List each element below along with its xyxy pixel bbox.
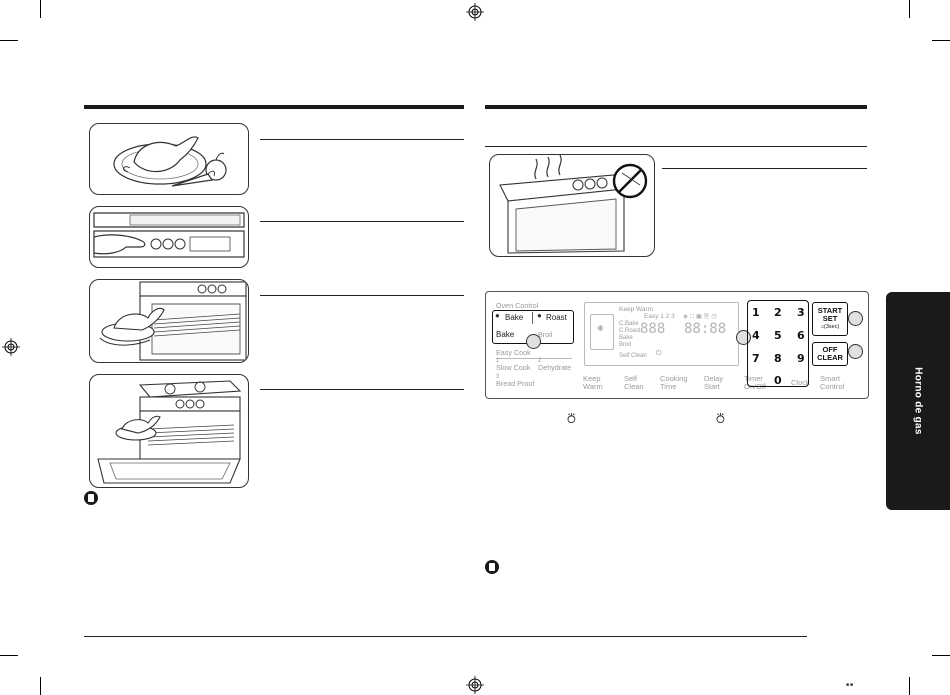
clear-label: CLEAR [817, 353, 843, 362]
key-0: 0 [774, 374, 782, 387]
timer-label-1: Timer [744, 374, 763, 383]
delay-start-label-1: Delay [704, 374, 724, 383]
bake-mode-icon: ● [495, 311, 500, 320]
crop-mark [0, 40, 18, 41]
start-label: START [817, 306, 843, 315]
number-keypad [747, 300, 809, 387]
lock-icon: ⌂ [820, 324, 825, 330]
key-3: 3 [797, 306, 805, 319]
cooking-time-label-2: Time [660, 382, 677, 391]
roast-mode-label: Roast [546, 313, 567, 322]
registration-mark-icon [466, 3, 484, 21]
key-6: 6 [797, 329, 805, 342]
oven-control-label: Oven Control [496, 301, 539, 310]
callout-marker [848, 311, 863, 326]
display-oven-icon [590, 314, 614, 350]
c-roast-display: C.Roast [619, 328, 641, 334]
keep-warm-display: Keep Warm [619, 306, 654, 313]
off-clear-button: OFF CLEAR [812, 342, 848, 366]
note-icon [84, 491, 98, 505]
right-subsection-rule [485, 146, 867, 147]
smart-control-label-1: Smart [820, 374, 841, 383]
page-number: ■■ [846, 682, 855, 688]
step-rule [260, 221, 464, 222]
step-rule [260, 295, 464, 296]
three-sec-label: (3sec) [824, 324, 840, 330]
crop-mark [909, 0, 910, 18]
crop-mark [0, 655, 18, 656]
bake-label: Bake [496, 330, 515, 339]
lock-3sec-label: ⌂(3sec) [813, 323, 847, 331]
easy-123-display: Easy 1 2 3 [644, 313, 675, 320]
illustration-hand-control-panel [89, 206, 249, 268]
crop-mark [932, 655, 950, 656]
lock-display-icon: ⏻ [656, 350, 662, 357]
crop-mark [40, 677, 41, 695]
left-section-rule [84, 105, 464, 109]
key-9: 9 [797, 352, 805, 365]
control-panel-diagram [485, 291, 869, 399]
broil-display: Broil [619, 342, 632, 348]
registration-mark-icon [466, 676, 484, 694]
keep-warm-label-2: Warm [583, 382, 603, 391]
slow-cook-number: 1 [496, 358, 500, 364]
illustration-chicken-into-oven [89, 279, 249, 363]
key-4: 4 [752, 329, 760, 342]
fan-icon: ❋ [597, 324, 604, 333]
callout-marker [848, 344, 863, 359]
step-rule [260, 389, 464, 390]
easy-cook-divider [496, 358, 572, 359]
self-clean-display: Self Clean [619, 353, 647, 359]
bread-proof-label: Bread Proof [496, 379, 535, 388]
set-label: SET [822, 314, 838, 323]
bake-mode-label: Bake [505, 313, 524, 322]
right-section-rule [485, 105, 867, 109]
start-set-button: START SET ⌂(3sec) [812, 302, 848, 336]
callout-marker [526, 334, 541, 349]
crop-mark [909, 677, 910, 695]
off-label: OFF [822, 345, 838, 354]
key-2: 2 [774, 306, 782, 319]
key-5: 5 [774, 329, 782, 342]
cooking-time-label-1: Cooking [660, 374, 688, 383]
fan-symbol-icon: ⛣ [715, 413, 726, 425]
illustration-chicken-plate [89, 123, 249, 195]
crop-mark [932, 40, 950, 41]
dehydrate-number: 2 [538, 358, 542, 364]
smart-control-label-2: Control [820, 382, 845, 391]
bake-display: Bake [619, 335, 633, 341]
key-1: 1 [752, 306, 760, 319]
slow-cook-label: Slow Cook [496, 363, 531, 372]
registration-mark-icon [2, 338, 20, 356]
step-rule [260, 139, 464, 140]
chapter-side-tab [886, 292, 950, 510]
key-8: 8 [774, 352, 782, 365]
self-clean-label-1: Self [624, 374, 637, 383]
bread-proof-number: 3 [496, 374, 500, 380]
step-rule [662, 168, 867, 169]
temperature-digits: 888 [640, 321, 666, 337]
delay-start-label-2: Start [704, 382, 720, 391]
note-icon [485, 560, 499, 574]
crop-mark [40, 0, 41, 18]
clock-label: Clock [791, 378, 810, 387]
c-bake-display: C.Bake [619, 321, 639, 327]
chapter-side-tab-label: Horno de gas [912, 367, 924, 435]
mode-divider [532, 312, 533, 324]
illustration-hot-door-no-touch [489, 154, 655, 257]
fan-symbol-icon: ⛣ [566, 413, 577, 425]
display-status-icons: ◈□▣⎘◷ [683, 313, 719, 320]
key-7: 7 [752, 352, 760, 365]
roast-mode-icon: ● [537, 311, 542, 320]
illustration-range-open-door [89, 374, 249, 488]
keep-warm-label-1: Keep [583, 374, 601, 383]
easy-cook-label: Easy Cook [496, 348, 531, 357]
broil-label: Broil [538, 330, 553, 339]
self-clean-label-2: Clean [624, 382, 644, 391]
footer-rule [84, 636, 807, 637]
time-digits: 88:88 [684, 321, 727, 337]
dehydrate-label: Dehydrate [538, 363, 572, 372]
